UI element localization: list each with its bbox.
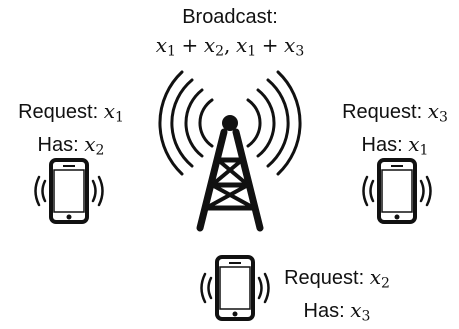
smartphone-icon [217,257,253,319]
diagram-graphics [0,0,459,321]
smartphone-icon [51,160,87,222]
broadcast-tower-icon [160,72,300,228]
smartphone-icon [379,160,415,222]
